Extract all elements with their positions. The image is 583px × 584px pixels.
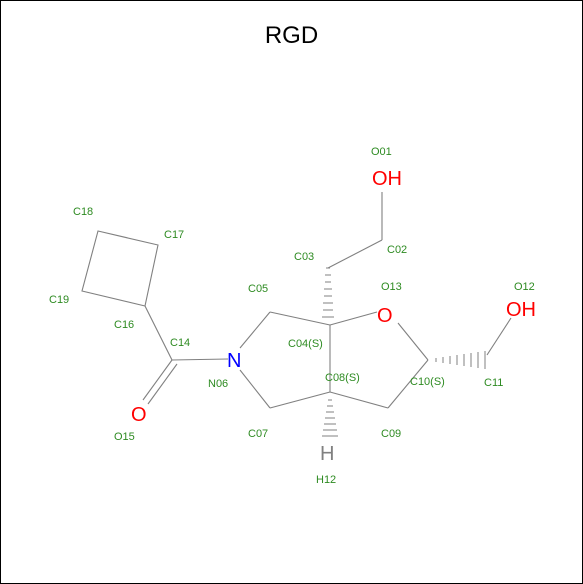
bond-lines bbox=[81, 192, 512, 409]
hashed-wedge-c10-c11 bbox=[435, 351, 486, 369]
label-n06: N06 bbox=[208, 378, 228, 390]
label-o15: O15 bbox=[114, 431, 135, 443]
atom-o01-symbol: OH bbox=[372, 168, 402, 190]
atom-o15-symbol: O bbox=[131, 404, 147, 426]
bond-c11-o12 bbox=[486, 317, 512, 356]
bond-c10-c09 bbox=[387, 359, 429, 409]
atom-h12-symbol: H bbox=[320, 443, 334, 465]
label-o13: O13 bbox=[381, 281, 402, 293]
atom-o12-symbol: OH bbox=[506, 299, 536, 321]
label-c03: C03 bbox=[294, 251, 314, 263]
label-c17: C17 bbox=[164, 229, 184, 241]
bond-c04-c05 bbox=[269, 311, 331, 326]
bond-o13-c10 bbox=[397, 322, 429, 361]
bond-c02-c03 bbox=[327, 239, 383, 269]
label-c02: C02 bbox=[387, 244, 407, 256]
bond-c04-o13 bbox=[329, 311, 378, 326]
label-c16: C16 bbox=[114, 319, 134, 331]
label-c10: C10(S) bbox=[410, 376, 445, 388]
label-c09: C09 bbox=[381, 428, 401, 440]
bond-c07-c08 bbox=[269, 391, 331, 409]
bond-c14-o15-b bbox=[147, 363, 178, 405]
bond-n06-c07 bbox=[239, 369, 271, 409]
label-c08: C08(S) bbox=[325, 372, 360, 384]
label-o12: O12 bbox=[514, 281, 535, 293]
label-c11: C11 bbox=[484, 377, 503, 389]
hashed-wedge-c08-h12 bbox=[322, 399, 338, 437]
bond-c09-c08 bbox=[329, 391, 389, 409]
label-c14: C14 bbox=[170, 337, 190, 349]
label-c19: C19 bbox=[49, 294, 69, 306]
bond-c14-o15-a bbox=[142, 359, 173, 401]
atom-o13-symbol: O bbox=[377, 305, 393, 327]
cyclobutane-ring bbox=[81, 230, 159, 307]
label-c04: C04(S) bbox=[288, 338, 323, 350]
label-c18: C18 bbox=[73, 206, 93, 218]
bond-c05-n06 bbox=[239, 311, 271, 349]
label-c05: C05 bbox=[248, 283, 268, 295]
label-o01: O01 bbox=[371, 146, 392, 158]
label-c07: C07 bbox=[248, 428, 268, 440]
hashed-wedge-c04-c03 bbox=[322, 267, 334, 318]
bond-n06-c14 bbox=[171, 358, 229, 361]
atom-n06-symbol: N bbox=[227, 350, 241, 372]
bond-c14-c16 bbox=[144, 305, 173, 361]
molecule-title: RGD bbox=[264, 22, 319, 49]
label-h12: H12 bbox=[316, 474, 336, 486]
